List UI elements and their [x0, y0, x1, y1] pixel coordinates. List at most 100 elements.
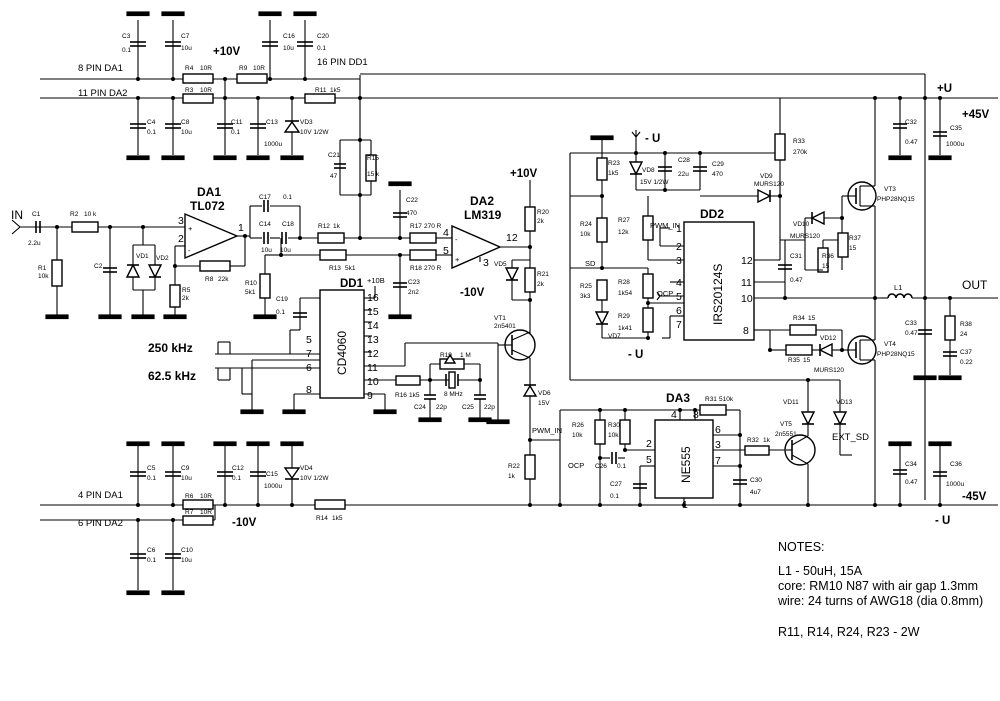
xtal-value: 8 MHz — [444, 391, 463, 398]
r34-label: R34 — [793, 315, 805, 322]
c32-value: 0.47 — [905, 139, 918, 146]
r7-value: 10R — [200, 509, 212, 516]
c5-value: 0.1 — [147, 475, 156, 482]
vd3-label: VD3 — [300, 119, 313, 126]
notes-core: core: RM10 N87 with air gap 1.3mm — [778, 579, 978, 593]
r34-value: 15 — [808, 315, 816, 322]
da3-pin5: 5 — [646, 454, 652, 466]
c22-label: C22 — [406, 197, 418, 204]
r10-label: R10 — [245, 280, 257, 287]
dd2-pin7: 7 — [676, 319, 682, 331]
r35-value: 15 — [803, 357, 811, 364]
da3-pin3: 3 — [715, 439, 721, 451]
c10-label: C10 — [181, 547, 193, 554]
vd7-label: VD7 — [608, 333, 621, 340]
notes-block: NOTES: L1 - 50uH, 15A core: RM10 N87 wit… — [777, 540, 983, 639]
net-plus10b: +10B — [367, 276, 385, 285]
r20-value: 2k — [537, 218, 545, 225]
c4-label: C4 — [147, 119, 156, 126]
vd5-label: VD5 — [494, 261, 507, 268]
c29-value: 470 — [712, 171, 723, 178]
vd12-label: VD12 — [820, 335, 837, 342]
vd13-label: VD13 — [836, 399, 853, 406]
c35-value: 1000u — [946, 141, 964, 148]
net-11pin-da2: 11 PIN DA2 — [78, 88, 127, 99]
da2-pin12: 12 — [506, 232, 518, 244]
r18-label: R18 — [410, 265, 422, 272]
da2-part: LM319 — [464, 208, 502, 222]
c28-value: 22u — [678, 171, 689, 178]
net-minus-u-dd2: - U — [628, 349, 643, 361]
r37-value: 15 — [849, 245, 857, 252]
c10-value: 10u — [181, 557, 192, 564]
dd1-pin10: 10 — [367, 376, 379, 388]
net-8pin-da1: 8 PIN DA1 — [78, 63, 123, 74]
r13-value: 5k1 — [345, 265, 356, 272]
dd2-pin5: 5 — [676, 291, 682, 303]
r26-label: R26 — [572, 422, 584, 429]
da2-pin4: 4 — [443, 227, 449, 239]
c9-label: C9 — [181, 465, 190, 472]
c4-value: 0.1 — [147, 129, 156, 136]
dd2-pin12: 12 — [741, 255, 753, 267]
da1-pin2: 2 — [178, 233, 184, 245]
r35-label: R35 — [788, 357, 800, 364]
comparator-stage: -+ C21 47 R15 15 k C17 0.1 C14 10u C18 1… — [245, 98, 530, 320]
c7-label: C7 — [181, 33, 190, 40]
dd1-pin11: 11 — [367, 362, 378, 374]
r30-label: R30 — [608, 422, 620, 429]
c24-value: 22p — [436, 404, 447, 411]
top-supply-section: C3 0.1 C7 10u C16 10u C20 0.1 R4 10R R9 … — [40, 11, 990, 500]
r12-label: R12 — [318, 223, 330, 230]
vd10-value: MURS120 — [790, 233, 820, 240]
notes-power-resistors: R11, R14, R24, R23 - 2W — [778, 625, 920, 639]
r2-value: 10 k — [84, 211, 97, 218]
net-16pin-dd1: 16 PIN DD1 — [317, 57, 368, 68]
r25-value: 3k3 — [580, 293, 591, 300]
c31-value: 0.47 — [790, 277, 803, 284]
dd1-part: CD4060 — [335, 331, 349, 375]
c11-value: 0.1 — [231, 129, 240, 136]
svg-text:-: - — [455, 235, 458, 244]
c33-label: C33 — [905, 320, 917, 327]
c33-value: 0.47 — [905, 330, 918, 337]
r16-value: 1k5 — [409, 392, 420, 399]
c37-label: C37 — [960, 349, 972, 356]
c29-label: C29 — [712, 161, 724, 168]
net-4pin-da1: 4 PIN DA1 — [78, 490, 123, 501]
c16-value: 10u — [283, 45, 294, 52]
r8-label: R8 — [205, 276, 214, 283]
da2-name: DA2 — [470, 194, 494, 208]
r24-value: 10k — [580, 231, 591, 238]
r33-value: 270k — [793, 149, 808, 156]
r31-value: 510k — [719, 396, 734, 403]
vt5-label: VT5 — [780, 421, 792, 428]
vd9-value: MURS120 — [754, 181, 784, 188]
c17-value: 0.1 — [283, 194, 292, 201]
r21-value: 2k — [537, 281, 545, 288]
r13-label: R13 — [329, 265, 341, 272]
gate-driver: DD2 IRS20124S 1 2 3 4 5 6 7 8 10 11 12 P… — [569, 98, 880, 380]
r17-label: R17 — [410, 223, 422, 230]
notes-l1: L1 - 50uH, 15A — [778, 564, 863, 578]
c27-value: 0.1 — [610, 493, 619, 500]
r36-label: R36 — [822, 253, 834, 260]
r29-label: R29 — [618, 313, 630, 320]
c14-value: 10u — [261, 247, 272, 254]
r32-label: R32 — [747, 437, 759, 444]
dd2-pin8: 8 — [743, 325, 749, 337]
da3-name: DA3 — [666, 391, 690, 405]
r7-label: R7 — [185, 509, 194, 516]
r3-value: 10R — [200, 87, 212, 94]
level-shifter: +10V R20 2k R21 2k VD5 VT1 2n5401 VD6 15… — [494, 168, 562, 505]
output-stage: VT3 PHP28NQ15 VT4 PHP28NQ15 R34 15 R35 1… — [768, 96, 998, 527]
r24-label: R24 — [580, 221, 592, 228]
dd1-pin12: 12 — [367, 348, 379, 360]
net-minus-u-top: - U — [645, 133, 660, 145]
r3-label: R3 — [185, 87, 194, 94]
vd6-label: VD6 — [538, 390, 551, 397]
net-out: OUT — [962, 278, 988, 292]
dd1-name: DD1 — [340, 278, 364, 290]
r28-label: R28 — [618, 279, 630, 286]
